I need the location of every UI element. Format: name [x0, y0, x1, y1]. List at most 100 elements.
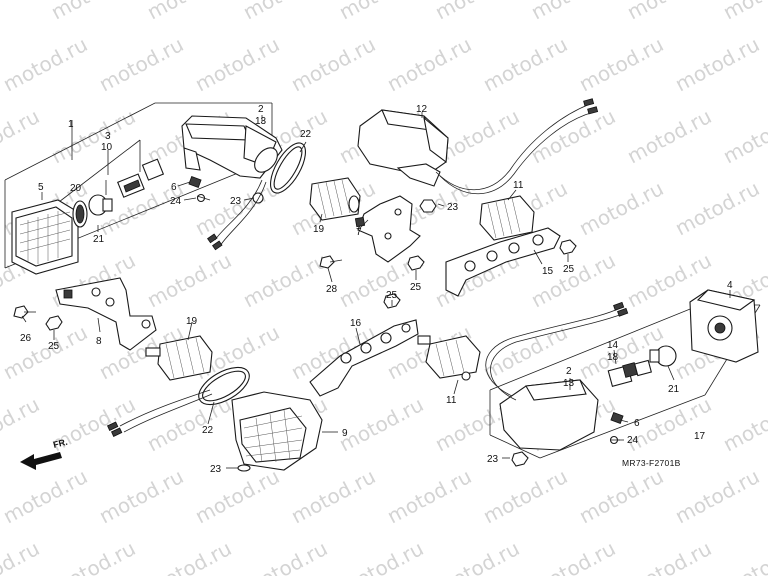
rubber-mount-19-lower [145, 335, 213, 381]
watermark-text: motod.ru [239, 248, 331, 312]
callout-23-lower-left: 23 [210, 464, 222, 475]
wire-upper-left-a [214, 179, 263, 241]
nut-6 [188, 176, 202, 188]
watermark-text: motod.ru [0, 0, 43, 24]
watermark-text: motod.ru [47, 104, 139, 168]
watermark-text: motod.ru [95, 32, 187, 96]
watermark-text: motod.ru [431, 0, 523, 24]
watermark-text: motod.ru [335, 536, 427, 576]
bulb-21 [88, 194, 113, 216]
wire-lower-right-a [485, 307, 621, 397]
wire-upper-center-a [435, 103, 591, 191]
wire-terminal-d [587, 106, 599, 115]
watermark-text: motod.ru [191, 176, 283, 240]
callout-14: 14 [607, 340, 619, 351]
callout-12: 12 [416, 104, 428, 115]
watermark-text: motod.ru [383, 32, 475, 96]
watermark-text: motod.ru [0, 320, 91, 384]
watermark-text: motod.ru [719, 536, 768, 576]
callout-16: 16 [350, 318, 362, 329]
wire-lower-right-b [490, 313, 623, 401]
callout-5: 5 [38, 182, 44, 193]
watermark-text: motod.ru [527, 536, 619, 576]
callout-23-upper-center: 23 [447, 202, 459, 213]
callout-7: 7 [356, 227, 362, 238]
assembly-frame-1 [4, 102, 272, 181]
bulb-21-lower [649, 345, 677, 367]
callout-8: 8 [96, 336, 102, 347]
rubber-mount-11-lower [417, 335, 481, 381]
front-direction-arrow [20, 452, 62, 470]
gasket-22-inner [273, 146, 303, 190]
sub-frame-3-line [54, 139, 141, 206]
watermark-text: motod.ru [671, 176, 763, 240]
turn-signal-lens-5 [11, 199, 79, 275]
assembly-frame-17-lb [489, 434, 541, 459]
watermark-text: motod.ru [239, 0, 331, 24]
callout-2-lower: 2 [566, 366, 572, 377]
callout-25-mid: 25 [386, 290, 398, 301]
watermark-text: motod.ru [0, 392, 43, 456]
watermark-text: motod.ru [623, 104, 715, 168]
watermark-text: motod.ru [0, 32, 91, 96]
callout-19-upper: 19 [313, 224, 325, 235]
nut-25-left [45, 315, 63, 331]
wire-terminal-e [106, 421, 119, 431]
callout-24-lower: 24 [627, 435, 639, 446]
watermark-text: motod.ru [719, 392, 768, 456]
watermark-text: motod.ru [0, 536, 43, 576]
nut-25-right [559, 239, 577, 255]
screw-24-lower [609, 435, 620, 445]
front-direction-label: FR. [52, 437, 68, 450]
watermark-text: motod.ru [191, 464, 283, 528]
watermark-text: motod.ru [239, 536, 331, 576]
bracket-7 [354, 195, 421, 263]
callout-labels: 1 2 13 3 10 5 20 21 6 24 23 22 12 11 19 … [20, 104, 733, 475]
watermark-text: motod.ru [479, 464, 571, 528]
watermark-text: motod.ru [719, 0, 768, 24]
washer-23-lower [237, 464, 251, 472]
wire-terminal-b [212, 240, 223, 251]
callout-21-lower: 21 [668, 384, 680, 395]
watermark-text: motod.ru [527, 248, 619, 312]
screw-24 [196, 193, 211, 203]
callout-6-upper: 6 [171, 182, 177, 193]
watermark-text: motod.ru [527, 0, 619, 24]
watermark-text: motod.ru [143, 536, 235, 576]
callout-11-lower: 11 [446, 395, 457, 406]
callout-25-left: 25 [48, 341, 60, 352]
callout-2-upper: 2 [258, 104, 264, 115]
socket-18 [607, 359, 652, 387]
wire-terminal-a [207, 233, 218, 244]
callout-13-lower: 13 [563, 378, 575, 389]
turn-signal-housing-12 [357, 109, 449, 187]
callout-9: 9 [342, 428, 348, 439]
callout-25-right: 25 [563, 264, 575, 275]
diagram-code: MR73-F2701B [622, 458, 681, 468]
watermark-text: motod.ru [431, 536, 523, 576]
wire-terminal-h [617, 307, 629, 317]
watermark-text: motod.ru [623, 536, 715, 576]
watermark-text: motod.ru [191, 32, 283, 96]
callout-3: 3 [105, 131, 111, 142]
nut-6-lower [610, 412, 624, 424]
lens-gasket-20-inner [75, 204, 85, 224]
callout-6-lower: 6 [634, 418, 640, 429]
watermark-text: motod.ru [335, 392, 427, 456]
wire-lower-left-b [123, 393, 213, 433]
assembly-frame-17-bottom [539, 394, 706, 459]
callout-28: 28 [326, 284, 338, 295]
callout-20: 20 [70, 183, 82, 194]
watermark-text: motod.ru [623, 0, 715, 24]
nut-25-center [407, 255, 425, 271]
watermark-text: motod.ru [95, 464, 187, 528]
wire-upper-left-b [219, 181, 267, 247]
callout-10: 10 [101, 142, 113, 153]
callout-24-upper: 24 [170, 196, 182, 207]
turn-signal-housing-13-lower [499, 379, 599, 451]
watermark-text: motod.ru [143, 0, 235, 24]
bolt-26 [13, 305, 36, 319]
watermark-text: motod.ru [287, 464, 379, 528]
socket-10 [117, 158, 165, 198]
